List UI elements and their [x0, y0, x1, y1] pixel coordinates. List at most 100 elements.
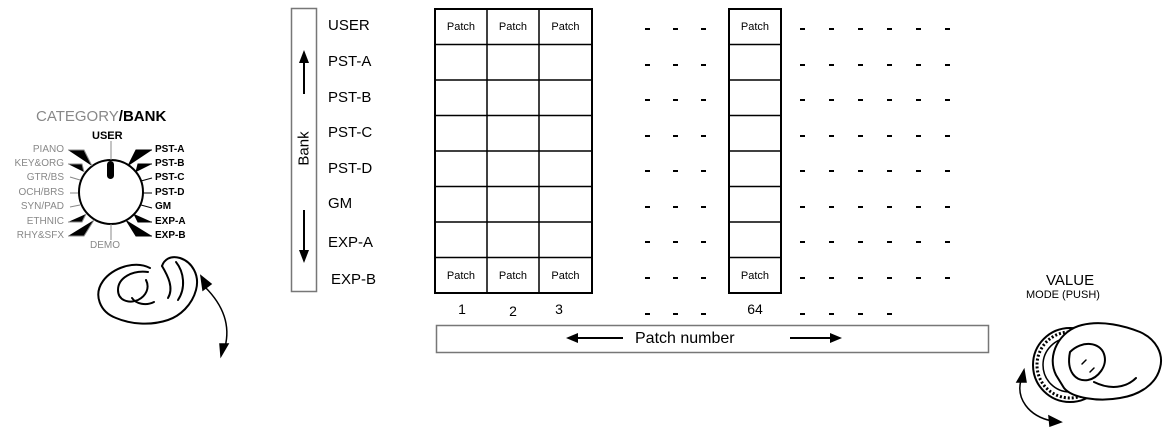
dial-right-label: GM [155, 201, 172, 212]
bank-down-arrow [299, 210, 309, 263]
patch-cell: Patch [446, 269, 476, 282]
ellipsis-dash [829, 241, 834, 243]
ellipsis-dash [800, 313, 805, 315]
ellipsis-dash [945, 206, 950, 208]
ellipsis-dash [858, 28, 863, 30]
patch-cell: Patch [740, 20, 770, 33]
ellipsis-dash [916, 277, 921, 279]
bank-up-arrow [299, 50, 309, 94]
dial-left-label: RHY&SFX [16, 230, 64, 241]
bank-bracket-box [290, 7, 318, 293]
left-rotation-arrow [199, 274, 230, 359]
ellipsis-dash [858, 170, 863, 172]
ellipsis-dash [916, 170, 921, 172]
bank-label: USER [328, 17, 370, 34]
patch-number-box [435, 324, 990, 354]
ellipsis-dash [829, 64, 834, 66]
ellipsis-dash [887, 64, 892, 66]
ellipsis-dash [858, 241, 863, 243]
grid-col64-lines [729, 43, 781, 259]
ellipsis-dash [945, 99, 950, 101]
ellipsis-dash [800, 206, 805, 208]
patch-cell: Patch [446, 20, 476, 33]
dial-left-label: SYN/PAD [20, 201, 64, 212]
ellipsis-dash [645, 313, 650, 315]
ellipsis-dash [829, 277, 834, 279]
ellipsis-dash [800, 277, 805, 279]
ellipsis-dash [673, 64, 678, 66]
dial-right-label: PST-D [155, 187, 185, 198]
ellipsis-dash [887, 28, 892, 30]
ellipsis-dash [701, 64, 706, 66]
grid-main-lines [435, 9, 592, 293]
ellipsis-dash [887, 241, 892, 243]
dial-left-label: ETHNIC [26, 216, 64, 227]
ellipsis-dash [673, 135, 678, 137]
ellipsis-dash [645, 170, 650, 172]
ellipsis-dash [858, 313, 863, 315]
bank-label: EXP-B [331, 271, 377, 288]
right-hand-graphic [1051, 322, 1162, 401]
ellipsis-dash [800, 28, 805, 30]
patch-axis-label: Patch number [635, 330, 735, 347]
ellipsis-dash [916, 206, 921, 208]
patch-left-arrow [566, 333, 623, 343]
dial-right-label: EXP-B [155, 230, 186, 241]
ellipsis-dash [945, 241, 950, 243]
bank-label: PST-D [328, 160, 373, 177]
patch-number: 3 [555, 301, 563, 317]
ellipsis-dash [887, 170, 892, 172]
dial-heading-slash: / [118, 108, 123, 125]
dial-left-label: OCH/BRS [18, 187, 64, 198]
dial-right-label: EXP-A [155, 216, 186, 227]
ellipsis-dash [701, 241, 706, 243]
dial-heading: CATEGORY/BANK [36, 108, 166, 125]
ellipsis-dash [829, 99, 834, 101]
patch-number: 64 [747, 301, 763, 317]
ellipsis-dash [916, 99, 921, 101]
ellipsis-dash [916, 28, 921, 30]
ellipsis-dash [800, 99, 805, 101]
ellipsis-dash [887, 313, 892, 315]
patch-number: 2 [509, 303, 517, 319]
ellipsis-dash [858, 277, 863, 279]
ellipsis-dash [916, 135, 921, 137]
ellipsis-dash [858, 135, 863, 137]
ellipsis-dash [858, 206, 863, 208]
ellipsis-dash [701, 206, 706, 208]
bank-label: PST-A [328, 53, 372, 70]
ellipsis-dash [673, 277, 678, 279]
patch-cell: Patch [498, 269, 528, 282]
ellipsis-dash [829, 313, 834, 315]
ellipsis-dash [887, 135, 892, 137]
ellipsis-dash [829, 170, 834, 172]
ellipsis-dash [800, 170, 805, 172]
dial-heading-bank: BANK [122, 108, 167, 125]
ellipsis-dash [945, 135, 950, 137]
ellipsis-dash [858, 64, 863, 66]
ellipsis-dash [800, 241, 805, 243]
patch-number: 1 [458, 301, 466, 317]
left-hand-graphic [97, 256, 198, 325]
ellipsis-dash [645, 99, 650, 101]
ellipsis-dash [829, 135, 834, 137]
ellipsis-dash [645, 241, 650, 243]
ellipsis-dash [945, 64, 950, 66]
dial-right-label: PST-C [155, 172, 185, 183]
patch-cell: Patch [551, 20, 580, 33]
ellipsis-dash [887, 99, 892, 101]
ellipsis-dash [673, 313, 678, 315]
bank-label: PST-B [328, 89, 372, 106]
dial-heading-category: CATEGORY [36, 108, 119, 125]
bank-label: GM [328, 195, 353, 212]
ellipsis-dash [673, 206, 678, 208]
bank-label: PST-C [328, 124, 373, 141]
ellipsis-dash [645, 206, 650, 208]
ellipsis-dash [916, 64, 921, 66]
ellipsis-dash [887, 206, 892, 208]
ellipsis-dash [800, 64, 805, 66]
ellipsis-dash [701, 99, 706, 101]
ellipsis-dash [701, 28, 706, 30]
ellipsis-dash [800, 135, 805, 137]
